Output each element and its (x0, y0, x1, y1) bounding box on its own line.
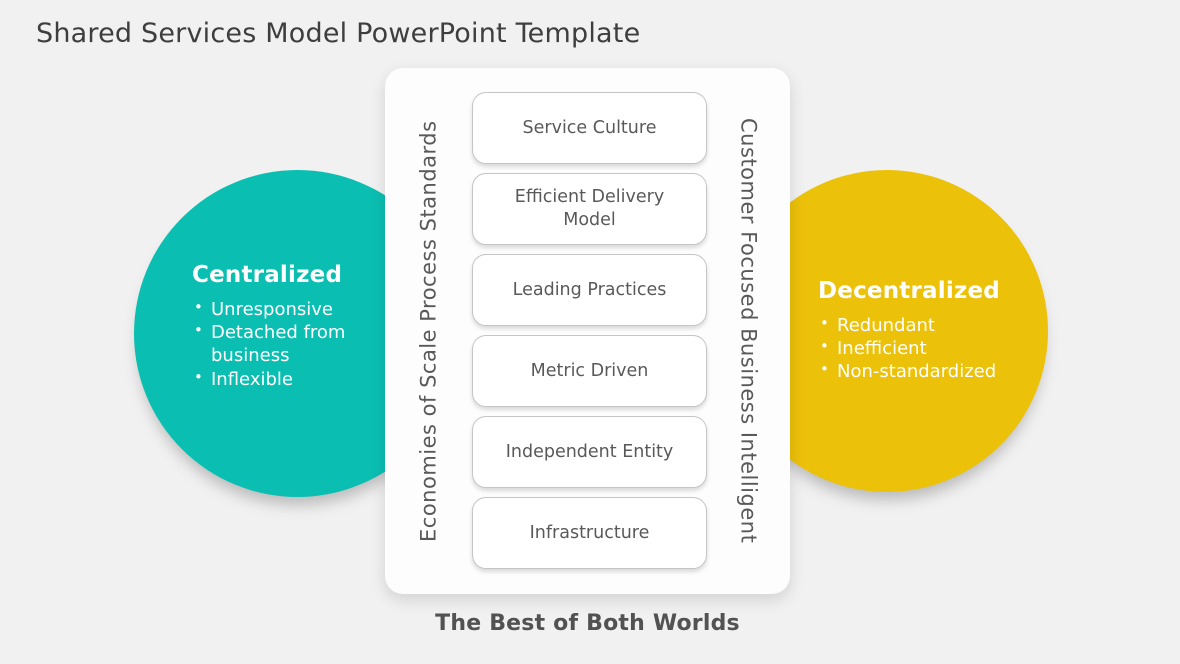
process-box-list: Service Culture Efficient Delivery Model… (472, 92, 707, 569)
process-box-service-culture: Service Culture (472, 92, 707, 164)
centralized-heading: Centralized (192, 262, 343, 288)
bullet-item: Redundant (818, 314, 1033, 337)
slide-caption: The Best of Both Worlds (435, 611, 740, 636)
process-box-independent-entity: Independent Entity (472, 416, 707, 488)
bullet-item: Inflexible (192, 368, 382, 391)
centralized-bullet-list: Unresponsive Detached from business Infl… (192, 298, 382, 391)
process-box-leading-practices: Leading Practices (472, 254, 707, 326)
bullet-item: Detached from business (192, 321, 382, 367)
centralized-text-block: Centralized Unresponsive Detached from b… (192, 262, 382, 391)
decentralized-bullet-list: Redundant Inefficient Non-standardized (818, 314, 1033, 384)
bullet-item: Inefficient (818, 337, 1033, 360)
decentralized-heading: Decentralized (818, 278, 1000, 304)
bullet-item: Unresponsive (192, 298, 382, 321)
bullet-item: Non-standardized (818, 360, 1033, 383)
slide-title: Shared Services Model PowerPoint Templat… (36, 18, 641, 49)
process-box-infrastructure: Infrastructure (472, 497, 707, 569)
shared-services-panel: Economies of Scale Process Standards Cus… (385, 68, 790, 594)
left-vertical-label: Economies of Scale Process Standards (416, 120, 441, 542)
process-box-metric-driven: Metric Driven (472, 335, 707, 407)
right-vertical-label: Customer Focused Business Intelligent (736, 118, 761, 544)
decentralized-text-block: Decentralized Redundant Inefficient Non-… (818, 278, 1033, 384)
process-box-efficient-delivery-model: Efficient Delivery Model (472, 173, 707, 245)
